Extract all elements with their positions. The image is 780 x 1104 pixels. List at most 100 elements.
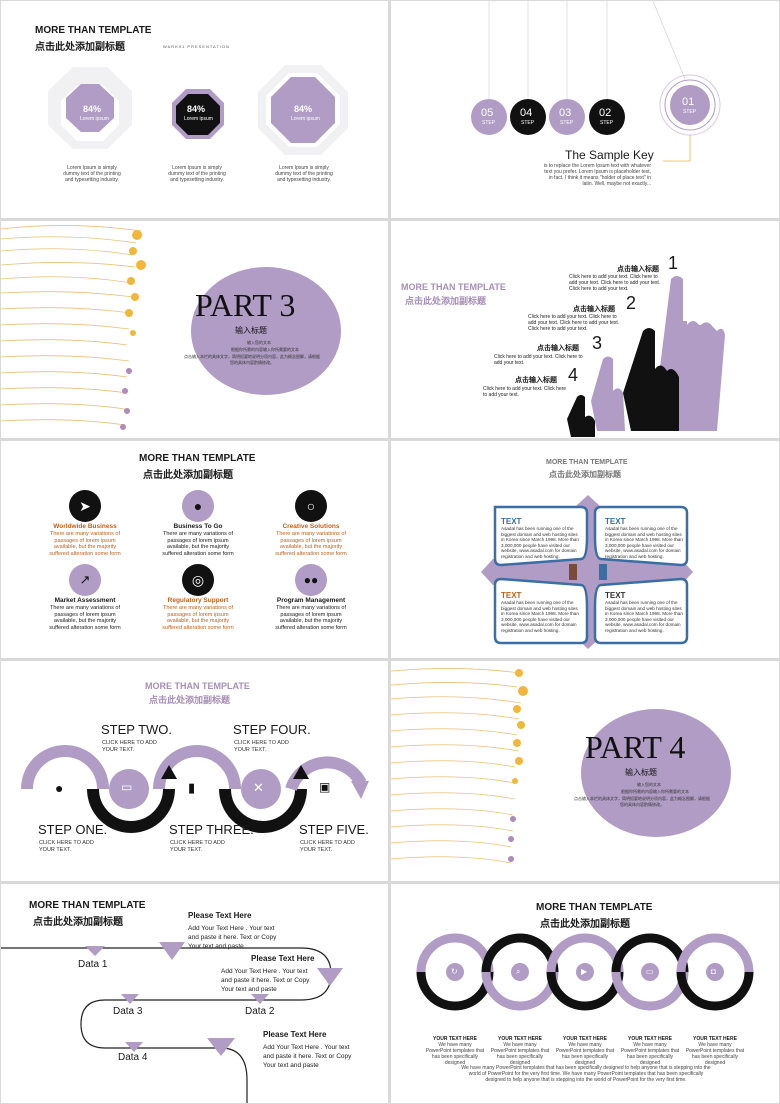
- data-label: Data 3: [113, 1006, 143, 1017]
- part-body: 输入您的文本: [637, 782, 661, 787]
- octagon-label: Lorem ipsum: [80, 116, 109, 122]
- ring-heading: YOUR TEXT HERE: [563, 1036, 607, 1042]
- slide-8[interactable]: PART 4 输入标题 输入您的文本 根据你所需的内容输入你所需要的文本 点击输…: [391, 661, 779, 881]
- feature-text: There are many variations of passages of…: [49, 605, 121, 631]
- slide-6[interactable]: MORE THAN TEMPLATE 点击此处添加副标题 TEXT Asadal…: [391, 441, 779, 658]
- slide-tag: WARK01 PRESENTATION: [163, 44, 230, 49]
- part-circle: [191, 267, 341, 395]
- data-label: Data 4: [118, 1052, 148, 1063]
- ring-heading: YOUR TEXT HERE: [433, 1036, 477, 1042]
- step-number: 01: [682, 96, 695, 108]
- step-name: STEP FIVE.: [299, 822, 369, 837]
- slide-4[interactable]: MORE THAN TEMPLATE 点击此处添加副标题 点击输入标题 1 Cl…: [391, 221, 779, 438]
- footer-text: We have many PowerPoint templates that h…: [461, 1065, 711, 1083]
- octagon-percent: 84%: [83, 104, 102, 114]
- step-number: 1: [668, 253, 679, 273]
- slide-5[interactable]: MORE THAN TEMPLATE 点击此处添加副标题 ➤ ● ○ ↗ ◎ ●…: [1, 441, 388, 658]
- step-text: Click here to add your text. Click here …: [569, 274, 661, 292]
- presentation-icon: ▣: [319, 780, 331, 794]
- step-number: 04: [520, 107, 533, 119]
- slide-subtitle: 点击此处添加副标题: [405, 296, 487, 306]
- octagon-percent: 84%: [294, 104, 313, 114]
- octagon-fill-1: [66, 84, 114, 132]
- camera-icon: ◘: [711, 967, 716, 976]
- refresh-icon: ↻: [451, 967, 458, 976]
- ring-text: We have many PowerPoint templates that h…: [555, 1042, 615, 1066]
- chat-icon: ▭: [121, 780, 133, 794]
- feature-title: Creative Solutions: [282, 523, 340, 530]
- step-circle[interactable]: [510, 99, 546, 135]
- step-text: CLICK HERE TO ADD YOUR TEXT.: [102, 740, 157, 753]
- slide-3[interactable]: PART 3 输入标题 输入您的文本 根据你所需的内容输入你所需要的文本 点击输…: [1, 221, 388, 438]
- part-body: 点击输入本栏的具体文字，简明扼要地说明分项内容，此为概念图解，请根据您的具体内容…: [574, 796, 710, 807]
- timeline-path-graphic: [1, 942, 343, 1103]
- feature-text: There are many variations of passages of…: [275, 531, 347, 557]
- octagon-label: Lorem ipsum: [184, 116, 213, 122]
- feature-title: Regulatory Support: [167, 597, 229, 604]
- feature-text: There are many variations of passages of…: [49, 531, 121, 557]
- people-icon: ●●: [295, 564, 327, 596]
- step-text: Click here to add your text. Click here …: [494, 354, 583, 366]
- slide-subtitle: 点击此处添加副标题: [143, 470, 233, 481]
- feature-text: There are many variations of passages of…: [162, 531, 234, 557]
- feature-title: Worldwide Business: [53, 523, 117, 530]
- octagon-fill-3: [271, 77, 335, 143]
- slide-1[interactable]: MORE THAN TEMPLATE 点击此处添加副标题 WARK01 PRES…: [1, 1, 388, 218]
- slide-subtitle: 点击此处添加副标题: [33, 917, 123, 928]
- lightbulb-icon: ○: [295, 490, 327, 522]
- text-block-body: Add Your Text Here . Your text and paste…: [188, 925, 277, 950]
- octagon-desc: Lorem Ipsum is simply dummy text of the …: [275, 165, 333, 183]
- step-text: CLICK HERE TO ADD YOUR TEXT.: [39, 840, 94, 853]
- slide-7[interactable]: MORE THAN TEMPLATE 点击此处添加副标题 ● ▭ ▮ ✕ ▣ S…: [1, 661, 388, 881]
- box-text: Asadal has been running one of the bigge…: [501, 526, 579, 559]
- step-text: CLICK HERE TO ADD YOUR TEXT.: [170, 840, 225, 853]
- slide-title: MORE THAN TEMPLATE: [35, 25, 152, 36]
- step-circle[interactable]: [589, 99, 625, 135]
- wave-arrows-graphic: [21, 745, 369, 833]
- cross-arrows-graphic: [481, 495, 693, 649]
- part-title: PART 4: [585, 729, 686, 765]
- step-circle[interactable]: [471, 99, 507, 135]
- data-label: Data 2: [245, 1006, 275, 1017]
- octagon-percent: 84%: [187, 104, 206, 114]
- step-heading: 点击输入标题: [617, 266, 659, 273]
- ring-heading: YOUR TEXT HERE: [628, 1036, 672, 1042]
- video-icon: ▶: [581, 967, 588, 976]
- slide-title: MORE THAN TEMPLATE: [546, 459, 628, 466]
- feature-text: There are many variations of passages of…: [162, 605, 234, 631]
- hands-graphic: [567, 276, 725, 437]
- text-block-heading: Please Text Here: [251, 954, 315, 963]
- part-title: PART 3: [195, 287, 296, 323]
- step-heading: 点击输入标题: [537, 345, 579, 352]
- part-body: 输入您的文本: [247, 340, 271, 345]
- lightbulb-icon: ●: [55, 780, 64, 796]
- octagon-graphics: [48, 65, 348, 155]
- ring-text: We have many PowerPoint templates that h…: [620, 1042, 680, 1066]
- step-circle[interactable]: [549, 99, 585, 135]
- slide-subtitle: 点击此处添加副标题: [35, 42, 125, 53]
- step-lines: [488, 1, 721, 162]
- text-block-body: Add Your Text Here . Your text and paste…: [221, 968, 310, 993]
- box-text: Asadal has been running one of the bigge…: [605, 526, 683, 559]
- slide-9[interactable]: MORE THAN TEMPLATE 点击此处添加副标题 Data 1 Data…: [1, 884, 388, 1103]
- octagon-fill-2: [176, 94, 220, 135]
- part-body: 根据你所需的内容输入你所需要的文本: [621, 789, 689, 794]
- feature-title: Business To Go: [173, 523, 223, 530]
- ring-text: We have many PowerPoint templates that h…: [490, 1042, 550, 1066]
- flower-stems-image: [391, 668, 528, 864]
- step-word: STEP: [560, 120, 574, 126]
- step-text: Click here to add your text. Click here …: [528, 314, 620, 332]
- tools-icon: ✕: [253, 780, 264, 795]
- step-number: 03: [559, 107, 572, 119]
- box-text: Asadal has been running one of the bigge…: [605, 600, 683, 633]
- feature-title: Market Assessment: [54, 597, 116, 604]
- step-text: CLICK HERE TO ADD YOUR TEXT.: [300, 840, 355, 853]
- slide-2[interactable]: 05 STEP 04 STEP 03 STEP 02 STEP 01 STEP …: [391, 1, 779, 218]
- octagon-desc: Lorem Ipsum is simply dummy text of the …: [168, 165, 226, 183]
- slide-subtitle: 点击此处添加副标题: [549, 470, 621, 479]
- slide-subtitle: 点击此处添加副标题: [149, 695, 231, 705]
- slide-10[interactable]: MORE THAN TEMPLATE 点击此处添加副标题 ↻ ⌕ ▶ ▭ ◘ Y…: [391, 884, 779, 1103]
- text-block-heading: Please Text Here: [263, 1030, 327, 1039]
- octagon-desc: Lorem Ipsum is simply dummy text of the …: [63, 165, 121, 183]
- lifebuoy-icon: ◎: [182, 564, 214, 596]
